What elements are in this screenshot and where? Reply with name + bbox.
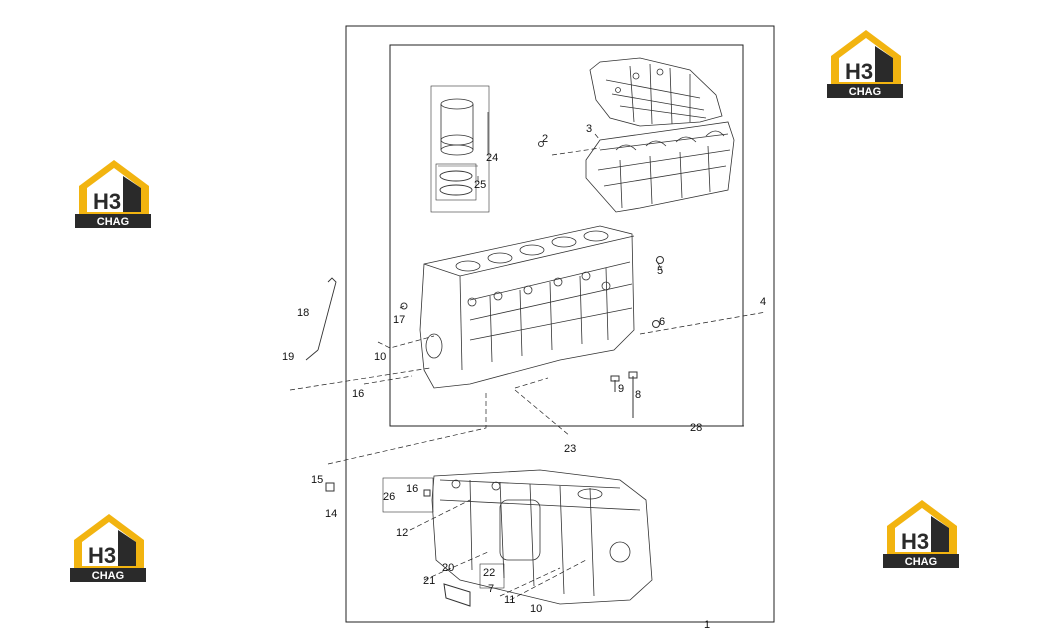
- cylinder-liner: [430, 85, 490, 213]
- engine-block-main: [419, 225, 635, 389]
- part-label: 15: [311, 474, 323, 486]
- part-label: 16: [352, 388, 364, 400]
- part-label: 5: [657, 265, 663, 277]
- part-label: 3: [586, 123, 592, 135]
- dipstick: [305, 277, 337, 361]
- part-label: 11: [504, 594, 515, 606]
- part-label: 16: [406, 483, 418, 495]
- part-label: 1: [704, 619, 710, 631]
- part-labels: 1 2 3 4 5 6 7 8 9 10 10 11 12 14 15 16 1…: [282, 123, 766, 631]
- logo-text: CHAG: [905, 556, 937, 568]
- part-label: 20: [442, 562, 454, 574]
- logo-text: CHAG: [849, 86, 881, 98]
- part-label: 28: [690, 422, 702, 434]
- part-label: 19: [282, 351, 294, 363]
- part-label: 18: [297, 307, 309, 319]
- part-label: 23: [564, 443, 576, 455]
- part-label: 10: [530, 603, 542, 615]
- part-label: 2: [542, 133, 548, 145]
- part-label: 25: [474, 179, 486, 191]
- part-label: 24: [486, 152, 498, 164]
- part-label: 22: [483, 567, 495, 579]
- leader-lines: [289, 133, 767, 601]
- brand-logo: H3 CHAG: [827, 26, 905, 100]
- logo-text: CHAG: [97, 216, 129, 228]
- part-label: 9: [618, 383, 624, 395]
- part-label: 10: [374, 351, 386, 363]
- part-label: 8: [635, 389, 641, 401]
- bedplate-part: [585, 121, 735, 213]
- part-label: 4: [760, 296, 766, 308]
- logo-mark: H3: [93, 189, 121, 214]
- part-label: 7: [488, 583, 494, 595]
- brand-logo: H3 CHAG: [70, 510, 148, 584]
- outer-frame: [345, 25, 775, 623]
- logo-mark: H3: [88, 543, 116, 568]
- part-label: 21: [423, 575, 435, 587]
- callout-box-26: [382, 477, 434, 513]
- logo-mark: H3: [845, 59, 873, 84]
- leader-lines-solid: [399, 112, 744, 623]
- o-rings: [435, 163, 477, 201]
- bolts: [325, 141, 664, 607]
- part-label: 14: [325, 508, 337, 520]
- part-label: 12: [396, 527, 408, 539]
- part-label: 17: [393, 314, 405, 326]
- logo-mark: H3: [901, 529, 929, 554]
- engine-block-lower: [431, 469, 653, 605]
- inner-frame: [389, 44, 744, 427]
- callout-box-22: [479, 563, 505, 589]
- part-label: 26: [383, 491, 395, 503]
- brand-logo: H3 CHAG: [883, 496, 961, 570]
- part-label: 6: [659, 316, 665, 328]
- crankcase-upper-part: [589, 57, 723, 127]
- logo-text: CHAG: [92, 570, 124, 582]
- brand-logo: H3 CHAG: [75, 156, 153, 230]
